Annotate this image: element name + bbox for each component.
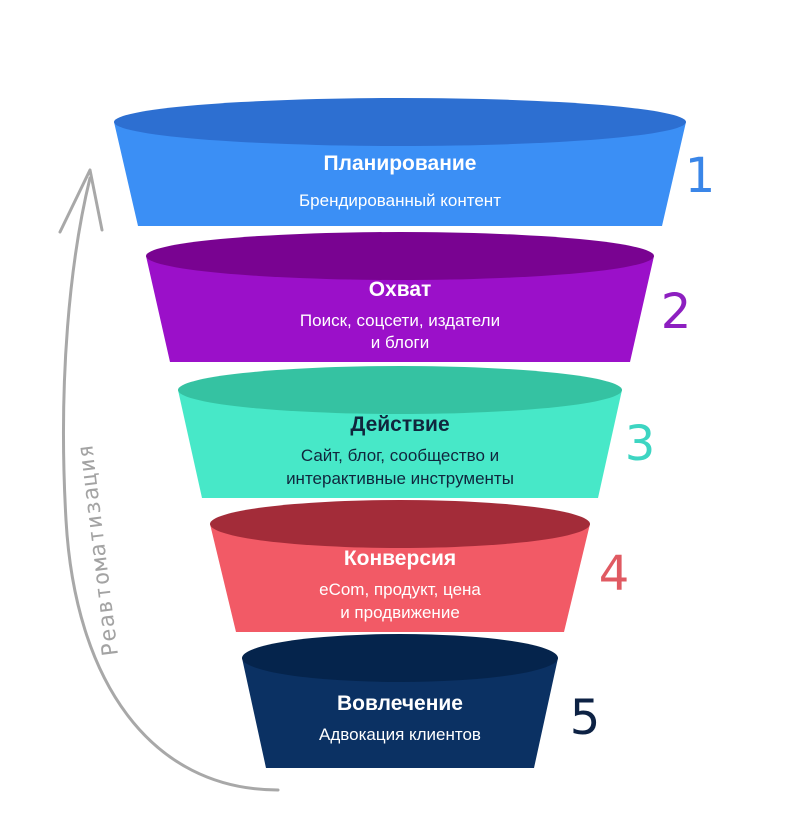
stage-description-line: Брендированный контент [299, 191, 501, 210]
stage-top-ellipse [242, 634, 558, 682]
stage-title: Действие [350, 413, 449, 436]
stage-description-line: и продвижение [340, 603, 460, 622]
stage-title: Планирование [324, 152, 477, 175]
stage-number: 2 [661, 284, 692, 340]
stage-description-line: и блоги [371, 333, 429, 352]
loop-label: Реавтоматизация [73, 442, 124, 657]
stage-top-ellipse [210, 500, 590, 548]
stage-description-line: Адвокация клиентов [319, 725, 481, 744]
stage-body [178, 390, 622, 498]
stage-description-line: интерактивные инструменты [286, 469, 514, 488]
stage-body [210, 524, 590, 632]
stage-top-ellipse [114, 98, 686, 146]
loop-arrow [61, 176, 280, 792]
stage-description-line: Сайт, блог, сообщество и [301, 446, 499, 465]
stage-number: 1 [685, 148, 716, 204]
stage-top-ellipse [178, 366, 622, 414]
funnel-stage-4: Конверсия eCom, продукт, цена и продвижени… [210, 500, 629, 632]
stage-top-ellipse [146, 232, 654, 280]
stage-body [146, 256, 654, 362]
stage-body [114, 122, 686, 226]
stage-title: Охват [369, 278, 432, 301]
stage-number: 5 [570, 690, 601, 746]
stage-title: Конверсия [344, 547, 456, 570]
stage-number: 4 [599, 546, 630, 602]
stage-description-line: eCom, продукт, цена [319, 580, 481, 599]
stage-title: Вовлечение [337, 692, 463, 715]
stage-number: 3 [625, 416, 656, 472]
stage-description-line: Поиск, соцсети, издатели [300, 311, 500, 330]
loop-arrowhead-icon [58, 168, 104, 234]
stage-body [242, 658, 558, 768]
